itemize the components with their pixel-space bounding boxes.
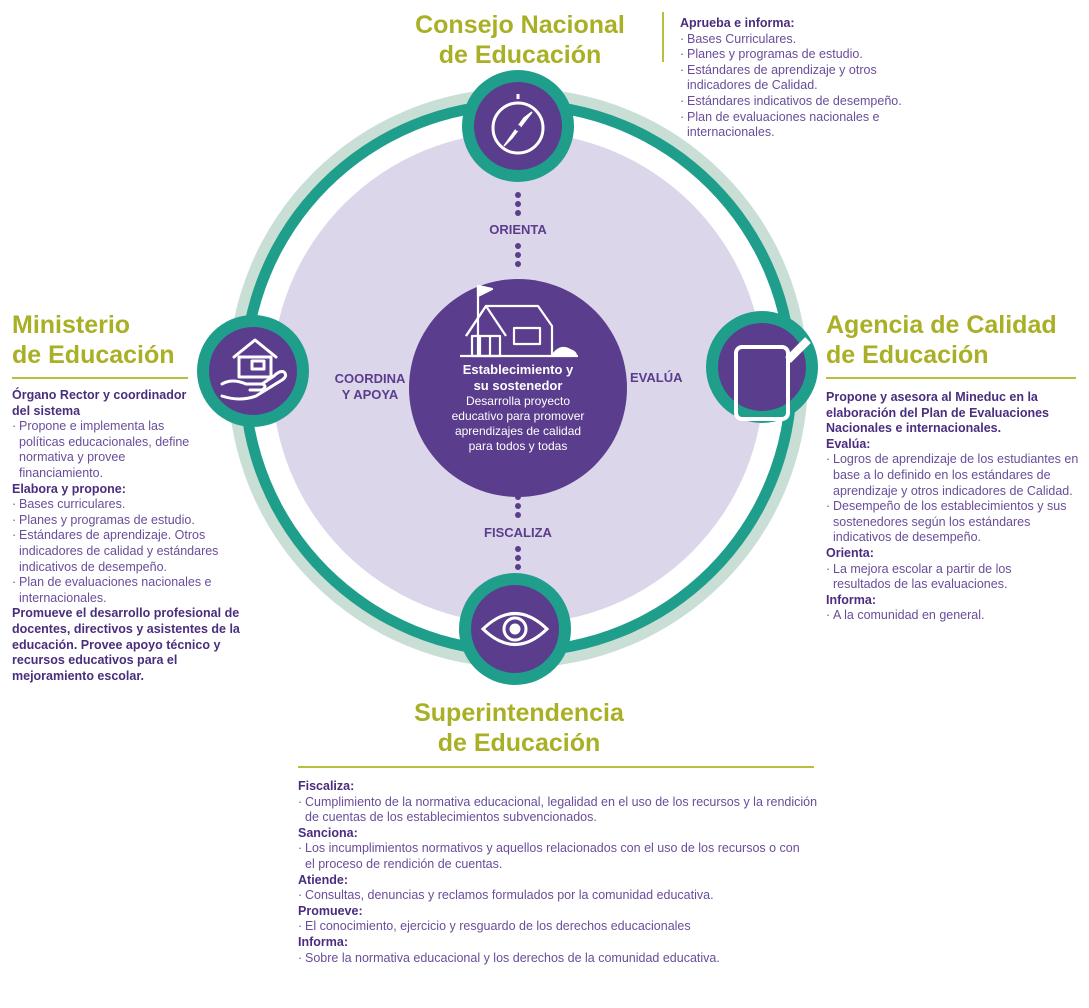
- cne-divider: [662, 12, 664, 62]
- mineduc-title: Ministerio de Educación: [12, 310, 212, 370]
- agencia-heading-1: Evalúa:: [826, 436, 871, 451]
- cne-item-3: Estándares de aprendizaje y otros indica…: [680, 63, 927, 94]
- center-text: Establecimiento y su sostenedor Desarrol…: [440, 362, 596, 454]
- label-fiscaliza: FISCALIZA: [484, 525, 552, 540]
- center-desc-4: para todos y todas: [468, 439, 568, 453]
- cne-item-4: Estándares indicativos de desempeño.: [680, 94, 960, 110]
- supereduc-title-line1: Superintendencia: [414, 699, 624, 727]
- label-coordina: COORDINA Y APOYA: [320, 371, 420, 403]
- cne-title-line2: de Educación: [438, 41, 602, 69]
- mineduc-closing: Promueve el desarrollo profesional de do…: [12, 606, 240, 683]
- cne-heading: Aprueba e informa:: [680, 16, 795, 30]
- mineduc-heading-1: Órgano Rector y coordinador del sistema: [12, 388, 187, 418]
- supereduc-heading-4: Promueve:: [298, 903, 363, 918]
- mineduc-heading-2: Elabora y propone:: [12, 481, 126, 496]
- supereduc-divider: [298, 766, 814, 768]
- supereduc-heading-2: Sanciona:: [298, 825, 358, 840]
- eye-icon: [480, 612, 550, 646]
- supereduc-heading-5: Informa:: [298, 934, 348, 949]
- mineduc-title-line2: de Educación: [12, 341, 175, 369]
- cne-item-5: Plan de evaluaciones nacionales e intern…: [680, 110, 923, 141]
- tablet-icon: [734, 337, 811, 421]
- mineduc-divider: [12, 377, 188, 379]
- supereduc-heading-1: Fiscaliza:: [298, 779, 355, 793]
- house-in-hand-icon: [220, 338, 288, 401]
- mineduc-text: Órgano Rector y coordinador del sistema …: [12, 388, 250, 684]
- agencia-item-2: Desempeño de los establecimientos y sus …: [826, 499, 1086, 546]
- mineduc-item-4: Estándares de aprendizaje. Otros indicad…: [12, 528, 219, 575]
- supereduc-item-5: Sobre la normativa educacional y los der…: [298, 951, 838, 967]
- center-circle: [409, 279, 627, 497]
- label-evalua: EVALÚA: [630, 370, 683, 385]
- cne-title: Consejo Nacional de Educación: [398, 10, 642, 70]
- connector-bottom: [515, 494, 521, 570]
- connector-top: [515, 192, 521, 267]
- agencia-title-line1: Agencia de Calidad: [826, 311, 1057, 339]
- supereduc-title-line2: de Educación: [437, 729, 601, 757]
- cne-item-1: Bases Curriculares.: [680, 32, 960, 48]
- compass-icon: [491, 94, 545, 155]
- label-coordina-line2: Y APOYA: [341, 387, 399, 402]
- agencia-item-1: Logros de aprendizaje de los estudiantes…: [826, 452, 1086, 499]
- mineduc-title-line1: Ministerio: [12, 311, 131, 339]
- agencia-heading-2: Orienta:: [826, 545, 874, 560]
- agencia-heading-3: Informa:: [826, 592, 876, 607]
- supereduc-item-1: Cumplimiento de la normativa educacional…: [298, 795, 825, 826]
- center-desc-1: Desarrolla proyecto: [465, 394, 571, 408]
- label-coordina-line1: COORDINA: [334, 371, 406, 386]
- agencia-intro: Propone y asesora al Mineduc en la elabo…: [826, 390, 1049, 436]
- center-desc-3: aprendizajes de calidad: [454, 424, 582, 438]
- mineduc-item-1: Propone e implementa las políticas educa…: [12, 419, 209, 481]
- supereduc-text: Fiscaliza: Cumplimiento de la normativa …: [298, 779, 838, 966]
- supereduc-heading-3: Atiende:: [298, 872, 348, 887]
- center-desc-2: educativo para promover: [451, 409, 585, 423]
- cne-title-line1: Consejo Nacional: [415, 11, 625, 39]
- agencia-divider: [826, 377, 1076, 379]
- supereduc-item-3: Consultas, denuncias y reclamos formulad…: [298, 888, 838, 904]
- school-building-icon: [460, 284, 578, 358]
- supereduc-item-2: Los incumplimientos normativos y aquello…: [298, 841, 805, 872]
- center-title: Establecimiento y su sostenedor: [462, 362, 574, 393]
- agencia-item-4: A la comunidad en general.: [826, 608, 1086, 624]
- supereduc-title: Superintendencia de Educación: [390, 698, 648, 758]
- mineduc-item-3: Planes y programas de estudio.: [12, 513, 250, 529]
- agencia-title: Agencia de Calidad de Educación: [826, 310, 1086, 370]
- label-orienta: ORIENTA: [489, 222, 547, 237]
- cne-text: Aprueba e informa: Bases Curriculares. P…: [680, 16, 960, 141]
- agencia-text: Propone y asesora al Mineduc en la elabo…: [826, 390, 1086, 624]
- supereduc-item-4: El conocimiento, ejercicio y resguardo d…: [298, 919, 838, 935]
- mineduc-item-5: Plan de evaluaciones nacionales e intern…: [12, 575, 250, 606]
- cne-item-2: Planes y programas de estudio.: [680, 47, 960, 63]
- mineduc-item-2: Bases curriculares.: [12, 497, 250, 513]
- agencia-title-line2: de Educación: [826, 341, 989, 369]
- agencia-item-3: La mejora escolar a partir de los result…: [826, 562, 1063, 593]
